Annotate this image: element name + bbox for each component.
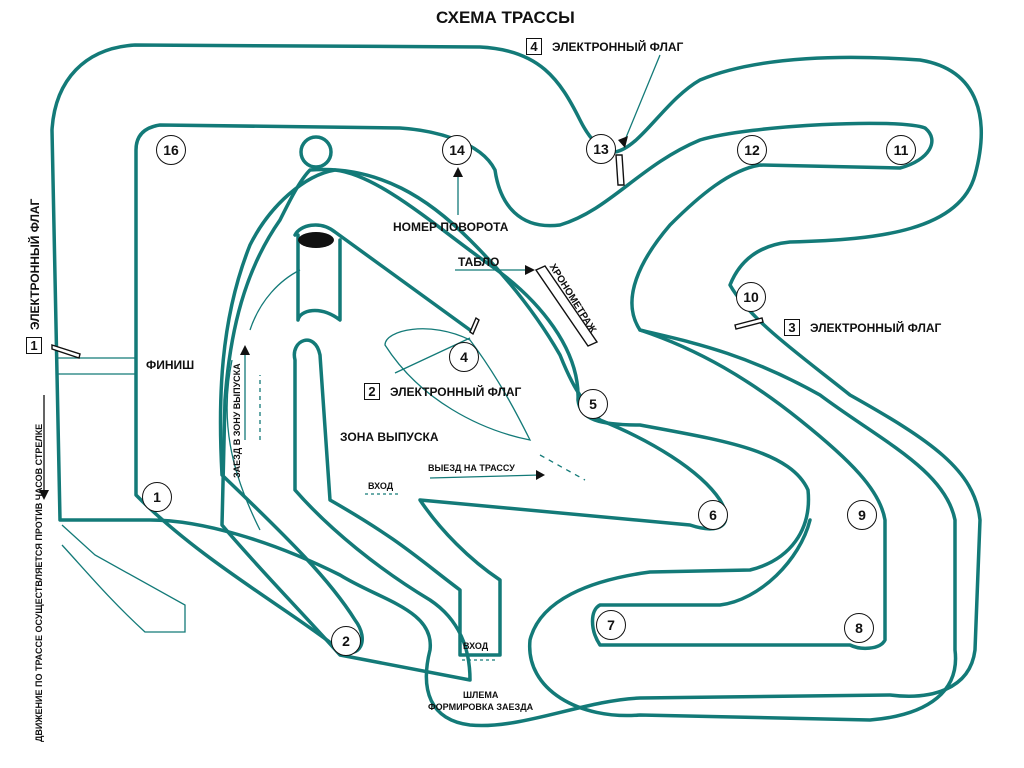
flag-number-3: 3 — [784, 319, 800, 336]
release-curve — [249, 269, 301, 331]
flag-marker-4 — [615, 154, 625, 186]
turn-marker-14: 14 — [442, 135, 472, 165]
turn-marker-1: 1 — [142, 482, 172, 512]
turn-marker-9: 9 — [847, 500, 877, 530]
turn-marker-11: 11 — [886, 135, 916, 165]
flag-label-4: ЭЛЕКТРОННЫЙ ФЛАГ — [552, 40, 684, 54]
page-title: СХЕМА ТРАССЫ — [436, 8, 575, 27]
direction-label: ДВИЖЕНИЕ ПО ТРАССЕ ОСУЩЕСТВЛЯЕТСЯ ПРОТИВ… — [34, 423, 44, 742]
flag-number-2: 2 — [364, 383, 380, 400]
flag-label-3: ЭЛЕКТРОННЫЙ ФЛАГ — [810, 321, 942, 335]
flag-marker-2 — [469, 316, 480, 336]
track-inner-edge — [134, 121, 958, 722]
release-zone-label: ЗОНА ВЫПУСКА — [340, 430, 439, 444]
turn-marker-12: 12 — [737, 135, 767, 165]
flag-label-1: ЭЛЕКТРОННЫЙ ФЛАГ — [28, 198, 42, 330]
arrowhead-exit — [536, 470, 545, 480]
release-curve-2 — [226, 359, 261, 531]
pointer-flag-4 — [624, 54, 661, 141]
loop-cap — [298, 232, 334, 248]
arrowhead-release — [240, 345, 250, 355]
track-central-loop — [220, 167, 728, 682]
flag-number-1: 1 — [26, 337, 42, 354]
turn-marker-16: 16 — [156, 135, 186, 165]
turn-marker-2: 2 — [331, 626, 361, 656]
flag-number-4: 4 — [526, 38, 542, 55]
arrowhead-scoreboard — [525, 265, 535, 275]
timing-strip — [534, 265, 599, 347]
turn-marker-6: 6 — [698, 500, 728, 530]
flag-marker-1 — [51, 344, 81, 359]
track-right-section — [590, 328, 887, 651]
flag-marker-3 — [734, 317, 764, 330]
arrowhead-flag-4 — [618, 136, 628, 148]
track-hairpin-4 — [293, 223, 472, 332]
entry-label-2: ВХОД — [463, 641, 489, 651]
turn-marker-4: 4 — [449, 342, 479, 372]
flag-label-2: ЭЛЕКТРОННЫЙ ФЛАГ — [390, 385, 522, 399]
entry-label-1: ВХОД — [368, 481, 394, 491]
pit-trapezoid — [61, 524, 186, 633]
turn-marker-7: 7 — [596, 610, 626, 640]
heat-forming-label: ФОРМИРОВКА ЗАЕЗДА — [428, 702, 534, 712]
exit-dash — [539, 454, 586, 481]
track-outer-edge — [50, 43, 983, 728]
helmets-label: ШЛЕМА — [463, 690, 499, 700]
finish-label: ФИНИШ — [146, 358, 195, 372]
turn-marker-8: 8 — [844, 613, 874, 643]
scoreboard-label: ТАБЛО — [458, 255, 500, 269]
turn-number-label: НОМЕР ПОВОРОТА — [393, 220, 509, 234]
entry-release-zone-label: ЗАЕЗД В ЗОНУ ВЫПУСКА — [232, 363, 242, 478]
turn-marker-10: 10 — [736, 282, 766, 312]
pointer-exit — [429, 474, 541, 479]
scoreboard-loop — [384, 328, 532, 441]
track-loop-top — [299, 135, 333, 169]
arrowhead-turn-number — [453, 167, 463, 177]
exit-to-track-label: ВЫЕЗД НА ТРАССУ — [428, 463, 515, 473]
turn-marker-13: 13 — [586, 134, 616, 164]
arrowhead-direction — [39, 490, 49, 500]
turn-marker-5: 5 — [578, 389, 608, 419]
